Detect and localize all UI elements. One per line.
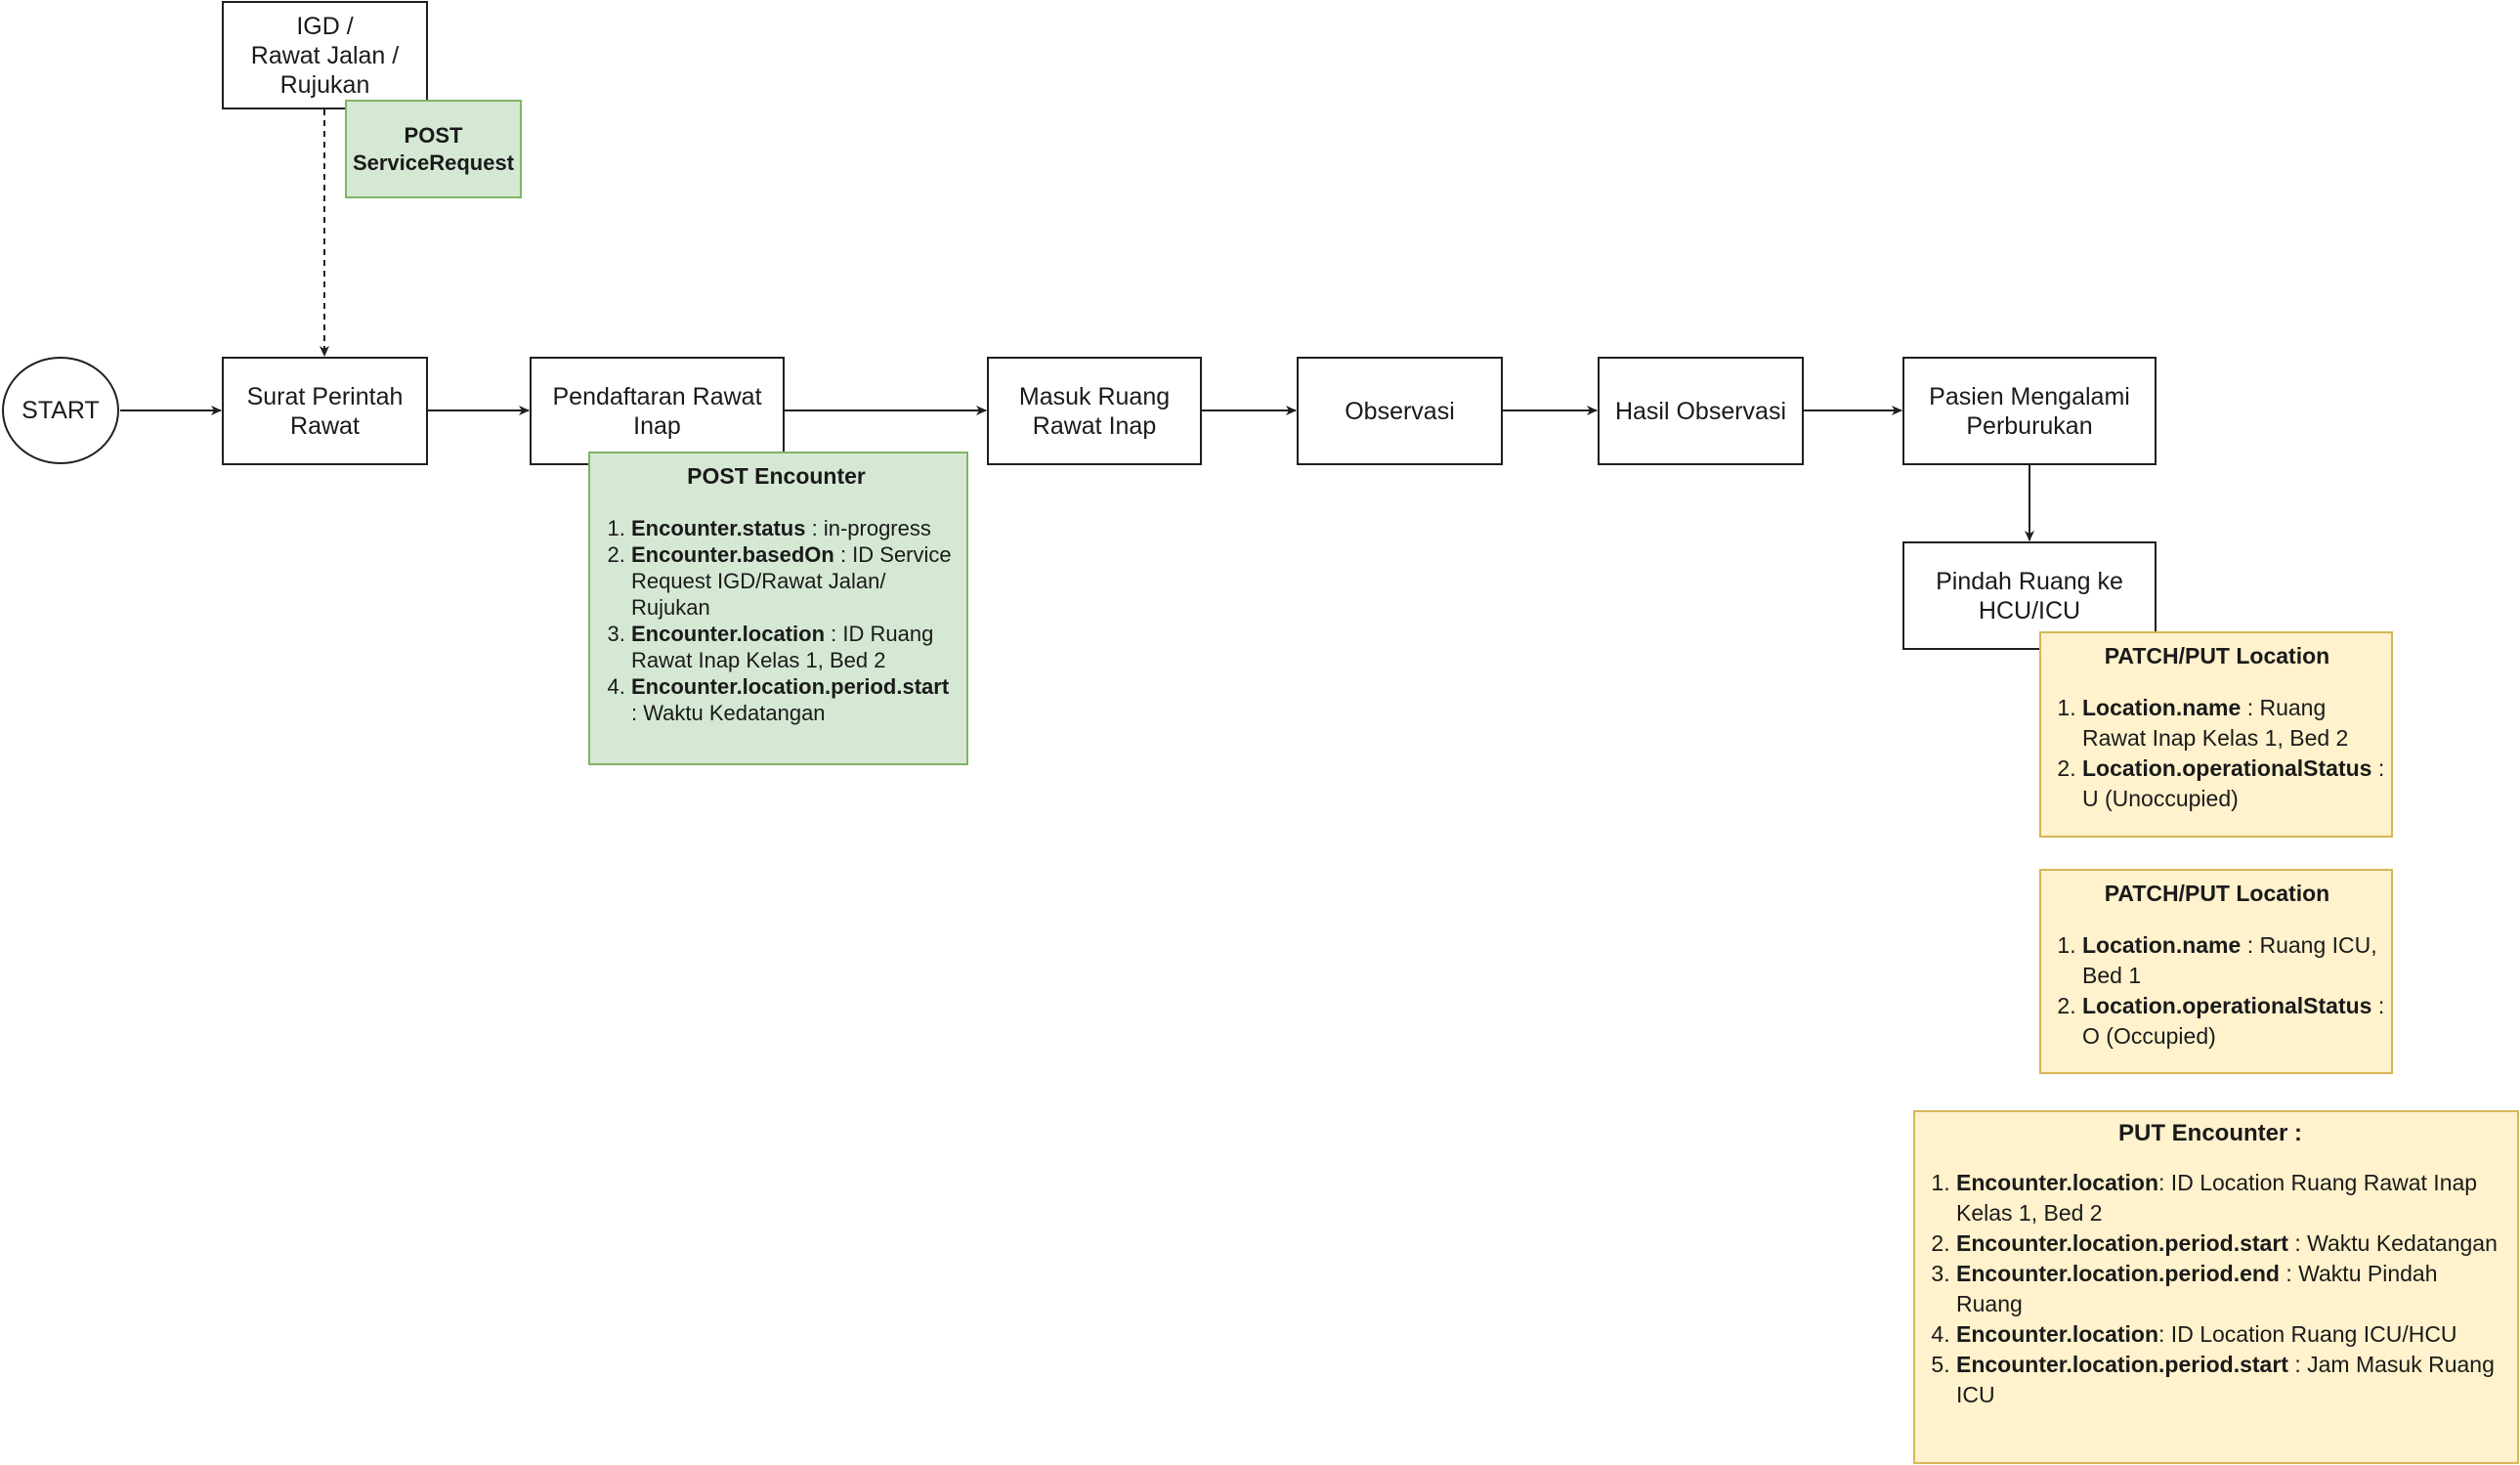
pindah-node-label: Pindah Ruang ke HCU/ICU [1936, 568, 2123, 625]
post-servicerequest-note: POST ServiceRequest [345, 100, 522, 198]
post-encounter-note: POST Encounter Encounter.status : in-pro… [588, 452, 968, 765]
list-item: Encounter.basedOn : ID Service Request I… [631, 541, 961, 621]
start-node: START [2, 357, 119, 464]
item-value: : U (Unoccupied) [2082, 755, 2385, 811]
item-key: Location.name [2082, 932, 2242, 958]
list-item: Encounter.status : in-progress [631, 515, 961, 541]
masuk-ruang-rawat-inap-node: Masuk Ruang Rawat Inap [987, 357, 1202, 465]
list-item: Encounter.location.period.start : Waktu … [1956, 1228, 2503, 1259]
item-key: Encounter.location.period.start [631, 674, 950, 699]
put-encounter-title: PUT Encounter : [2117, 1120, 2302, 1146]
put-encounter-list: Encounter.location: ID Location Ruang Ra… [1917, 1168, 2503, 1410]
observasi-node-label: Observasi [1345, 397, 1455, 425]
hasil-node-label: Hasil Observasi [1614, 397, 1787, 425]
list-item: Location.operationalStatus : O (Occupied… [2082, 991, 2391, 1052]
list-item: Encounter.location.period.start : Waktu … [631, 673, 961, 726]
item-key: Encounter.location.period.end [1956, 1261, 2280, 1286]
item-value: : Waktu Pindah Ruang [1956, 1261, 2438, 1316]
location-note-2-title: PATCH/PUT Location [2104, 881, 2330, 906]
post-encounter-title: POST Encounter [687, 463, 866, 489]
perburukan-node-label: Pasien Mengalami Perburukan [1929, 382, 2130, 440]
hasil-observasi-node: Hasil Observasi [1598, 357, 1804, 465]
item-value: : Ruang Rawat Inap Kelas 1, Bed 2 [2082, 695, 2349, 751]
location-note-1-title: PATCH/PUT Location [2104, 643, 2330, 668]
list-item: Location.name : Ruang Rawat Inap Kelas 1… [2082, 693, 2391, 754]
item-key: Location.operationalStatus [2082, 755, 2372, 781]
patch-put-location-note-2: PATCH/PUT Location Location.name : Ruang… [2039, 869, 2393, 1074]
item-key: Encounter.status [631, 516, 806, 540]
patch-put-location-note-1: PATCH/PUT Location Location.name : Ruang… [2039, 631, 2393, 838]
pendaftaran-rawat-inap-node: Pendaftaran Rawat Inap [530, 357, 785, 465]
item-value: : ID Location Ruang ICU/HCU [2158, 1321, 2457, 1347]
item-key: Encounter.location [1956, 1321, 2159, 1347]
start-node-label: START [21, 397, 100, 424]
pendaftaran-node-label: Pendaftaran Rawat Inap [552, 383, 762, 440]
igd-node-label: IGD / Rawat Jalan / Rujukan [250, 12, 400, 99]
observasi-node: Observasi [1297, 357, 1503, 465]
put-encounter-note: PUT Encounter : Encounter.location: ID L… [1913, 1110, 2519, 1464]
surat-node-label: Surat Perintah Rawat [246, 382, 404, 440]
item-value: : ID Ruang Rawat Inap Kelas 1, Bed 2 [631, 622, 934, 672]
item-value: : ID Service Request IGD/Rawat Jalan/ Ru… [631, 542, 952, 620]
item-value: : O (Occupied) [2082, 993, 2385, 1049]
list-item: Encounter.location: ID Location Ruang Ra… [1956, 1168, 2503, 1228]
item-value: : Ruang ICU, Bed 1 [2082, 932, 2377, 988]
item-value: : Jam Masuk Ruang ICU [1956, 1352, 2495, 1407]
surat-perintah-rawat-node: Surat Perintah Rawat [222, 357, 428, 465]
list-item: Location.operationalStatus : U (Unoccupi… [2082, 754, 2391, 814]
list-item: Location.name : Ruang ICU, Bed 1 [2082, 930, 2391, 991]
item-key: Location.operationalStatus [2082, 993, 2372, 1018]
item-key: Encounter.location [631, 622, 826, 646]
masuk-node-label: Masuk Ruang Rawat Inap [1018, 382, 1171, 440]
item-key: Encounter.location.period.start [1956, 1230, 2288, 1256]
igd-rawat-jalan-rujukan-node: IGD / Rawat Jalan / Rujukan [222, 1, 428, 109]
item-value: : Waktu Kedatangan [2287, 1230, 2498, 1256]
post-servicerequest-line2: ServiceRequest [352, 150, 515, 175]
list-item: Encounter.location.period.end : Waktu Pi… [1956, 1259, 2503, 1319]
pindah-ruang-hcu-icu-node: Pindah Ruang ke HCU/ICU [1902, 541, 2157, 650]
item-value: : ID Location Ruang Rawat Inap Kelas 1, … [1956, 1170, 2478, 1226]
post-servicerequest-line1: POST [404, 122, 463, 148]
item-value: : in-progress [805, 516, 931, 540]
list-item: Encounter.location.period.start : Jam Ma… [1956, 1350, 2503, 1410]
item-key: Location.name [2082, 695, 2242, 720]
item-value: : Waktu Kedatangan [631, 701, 826, 725]
post-encounter-list: Encounter.status : in-progress Encounter… [592, 515, 961, 726]
item-key: Encounter.location.period.start [1956, 1352, 2288, 1377]
item-key: Encounter.location [1956, 1170, 2159, 1195]
location-note-2-list: Location.name : Ruang ICU, Bed 1 Locatio… [2043, 930, 2391, 1052]
list-item: Encounter.location : ID Ruang Rawat Inap… [631, 621, 961, 673]
list-item: Encounter.location: ID Location Ruang IC… [1956, 1319, 2503, 1350]
pasien-perburukan-node: Pasien Mengalami Perburukan [1902, 357, 2157, 465]
item-key: Encounter.basedOn [631, 542, 834, 567]
location-note-1-list: Location.name : Ruang Rawat Inap Kelas 1… [2043, 693, 2391, 814]
